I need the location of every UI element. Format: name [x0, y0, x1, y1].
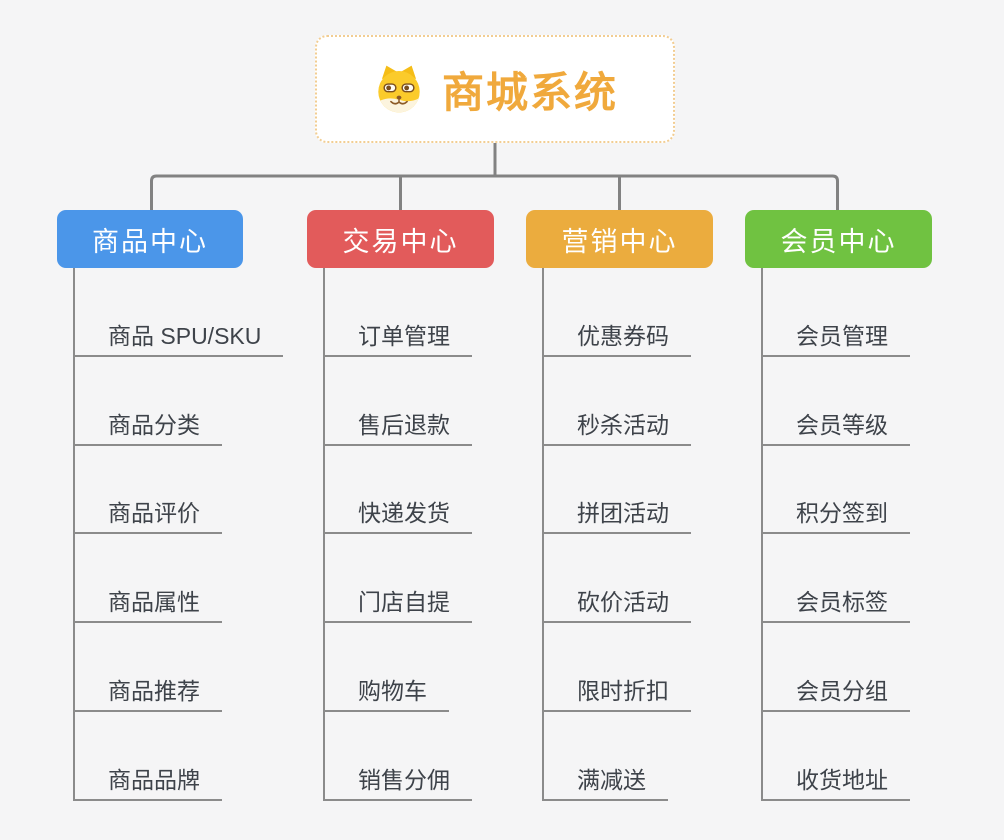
branch-header-trade-center[interactable]: 交易中心	[307, 210, 494, 268]
topic-item[interactable]: 门店自提	[325, 534, 472, 624]
topic-item[interactable]: 商品分类	[75, 357, 222, 446]
topic-item[interactable]: 商品品牌	[75, 712, 222, 801]
topic-item[interactable]: 优惠券码	[544, 268, 691, 357]
branch-list-member-center: 会员管理 会员等级 积分签到 会员标签 会员分组 收货地址	[761, 268, 910, 801]
topic-item[interactable]: 售后退款	[325, 357, 472, 446]
branch-header-member-center[interactable]: 会员中心	[745, 210, 932, 268]
topic-item[interactable]: 满减送	[544, 712, 668, 801]
topic-item[interactable]: 销售分佣	[325, 712, 472, 801]
branch-label: 营销中心	[561, 226, 678, 257]
branch-header-marketing-center[interactable]: 营销中心	[526, 210, 713, 268]
branch-label: 会员中心	[780, 226, 897, 257]
topic-item[interactable]: 商品属性	[75, 534, 222, 624]
main-rail-line	[150, 174, 839, 211]
branch-header-product-center[interactable]: 商品中心	[57, 210, 243, 268]
topic-item[interactable]: 订单管理	[325, 268, 472, 357]
topic-item[interactable]: 快递发货	[325, 446, 472, 535]
topic-item[interactable]: 拼团活动	[544, 446, 691, 535]
topic-item[interactable]: 商品推荐	[75, 623, 222, 712]
topic-item[interactable]: 购物车	[325, 623, 449, 712]
branch-label: 交易中心	[342, 226, 459, 257]
topic-item[interactable]: 积分签到	[763, 446, 910, 535]
topic-item[interactable]: 会员标签	[763, 534, 910, 624]
branch-list-trade-center: 订单管理 售后退款 快递发货 门店自提 购物车 销售分佣	[323, 268, 472, 801]
topic-item[interactable]: 会员等级	[763, 357, 910, 446]
topic-item[interactable]: 商品评价	[75, 446, 222, 535]
topic-item[interactable]: 会员分组	[763, 623, 910, 712]
branch-list-product-center: 商品 SPU/SKU 商品分类 商品评价 商品属性 商品推荐 商品品牌	[73, 268, 284, 801]
topic-item[interactable]: 商品 SPU/SKU	[75, 268, 284, 357]
dog-face-icon	[372, 62, 426, 116]
root-topic[interactable]: 商城系统	[315, 35, 675, 143]
topic-item[interactable]: 限时折扣	[544, 623, 691, 712]
branch-list-marketing-center: 优惠券码 秒杀活动 拼团活动 砍价活动 限时折扣 满减送	[542, 268, 691, 801]
branch-label: 商品中心	[92, 226, 208, 257]
topic-item[interactable]: 会员管理	[763, 268, 910, 357]
topic-item[interactable]: 秒杀活动	[544, 357, 691, 446]
topic-item[interactable]: 收货地址	[763, 712, 910, 801]
root-topic-label: 商城系统	[441, 68, 618, 116]
topic-item[interactable]: 砍价活动	[544, 534, 691, 624]
